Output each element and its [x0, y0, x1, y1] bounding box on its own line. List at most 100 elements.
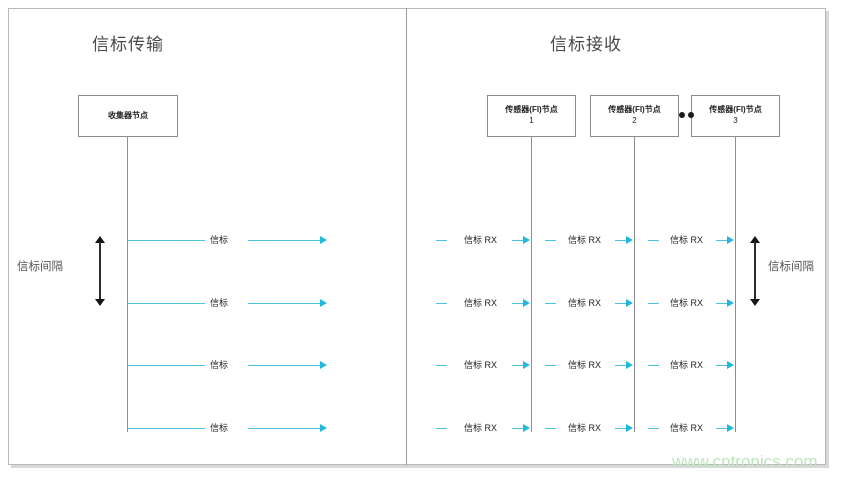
beacon-rx-row: 信标 RX 信标 RX 信标 RX — [0, 296, 846, 310]
sensor-node-box-3: 传感器(FI)节点 3 — [691, 95, 780, 137]
beacon-rx-arrow-icon — [727, 360, 734, 369]
collector-node-label: 收集器节点 — [108, 110, 148, 120]
beacon-row: 信标 — [0, 296, 406, 310]
beacon-rx-label: 信标 RX — [670, 298, 704, 308]
beacon-rx-label: 信标 RX — [464, 235, 498, 245]
beacon-rx-arrow-icon — [727, 423, 734, 432]
beacon-row: 信标 — [0, 358, 406, 372]
beacon-line-left — [127, 240, 205, 241]
sensor-node-box-1: 传感器(FI)节点 1 — [487, 95, 576, 137]
beacon-rx-line — [615, 428, 627, 429]
beacon-rx-arrow-icon — [626, 360, 633, 369]
beacon-line-right — [248, 428, 325, 429]
beacon-interval-arrow-left — [95, 236, 105, 306]
arrow-shaft — [754, 242, 756, 300]
beacon-interval-label-left: 信标间隔 — [17, 259, 63, 273]
sensor-lifeline-1 — [531, 137, 532, 432]
beacon-rx-label: 信标 RX — [568, 235, 602, 245]
beacon-row: 信标 — [0, 421, 406, 435]
beacon-rx-row: 信标 RX 信标 RX 信标 RX — [0, 233, 846, 247]
beacon-line-right — [248, 240, 325, 241]
beacon-rx-label: 信标 RX — [670, 235, 704, 245]
beacon-line-right — [248, 303, 325, 304]
beacon-rx-arrow-icon — [523, 423, 530, 432]
beacon-rx-dash — [545, 303, 556, 304]
beacon-rx-label: 信标 RX — [464, 423, 498, 433]
beacon-rx-line — [716, 365, 728, 366]
sensor-node-label-3: 传感器(FI)节点 — [709, 105, 762, 115]
beacon-rx-dash — [648, 428, 659, 429]
beacon-arrow-icon — [320, 423, 327, 432]
beacon-rx-dash — [436, 240, 447, 241]
beacon-rx-arrow-icon — [523, 298, 530, 307]
sensor-node-label-1: 传感器(FI)节点 — [505, 105, 558, 115]
sensor-lifeline-3 — [735, 137, 736, 432]
beacon-rx-arrow-icon — [626, 423, 633, 432]
beacon-arrow-icon — [320, 235, 327, 244]
arrow-shaft — [99, 242, 101, 300]
beacon-rx-label: 信标 RX — [670, 360, 704, 370]
beacon-rx-arrow-icon — [626, 235, 633, 244]
arrow-up-icon — [95, 236, 105, 243]
beacon-rx-line — [716, 240, 728, 241]
beacon-rx-line — [716, 428, 728, 429]
beacon-row: 信标 — [0, 233, 406, 247]
beacon-rx-line — [512, 428, 524, 429]
beacon-rx-dash — [545, 240, 556, 241]
collector-node-box: 收集器节点 — [78, 95, 178, 137]
sensor-node-box-2: 传感器(FI)节点 2 — [590, 95, 679, 137]
site-watermark: www.cntronics.com — [672, 452, 818, 471]
beacon-line-right — [248, 365, 325, 366]
sensor-node-index-1: 1 — [529, 116, 534, 125]
beacon-line-left — [127, 365, 205, 366]
beacon-line-left — [127, 303, 205, 304]
arrow-down-icon — [95, 299, 105, 306]
beacon-line-left — [127, 428, 205, 429]
beacon-rx-row: 信标 RX 信标 RX 信标 RX — [0, 358, 846, 372]
dot-2 — [688, 112, 694, 118]
beacon-label: 信标 — [210, 360, 229, 370]
beacon-rx-dash — [436, 365, 447, 366]
beacon-rx-label: 信标 RX — [464, 298, 498, 308]
panel-title-left: 信标传输 — [92, 35, 164, 55]
beacon-rx-label: 信标 RX — [568, 360, 602, 370]
beacon-interval-label-right: 信标间隔 — [768, 259, 814, 273]
panel-divider — [406, 8, 407, 465]
diagram-frame — [8, 8, 826, 465]
beacon-rx-dash — [436, 428, 447, 429]
beacon-rx-dash — [648, 240, 659, 241]
beacon-interval-arrow-right — [750, 236, 760, 306]
beacon-rx-line — [615, 303, 627, 304]
beacon-arrow-icon — [320, 360, 327, 369]
beacon-rx-arrow-icon — [523, 235, 530, 244]
beacon-rx-line — [716, 303, 728, 304]
beacon-rx-label: 信标 RX — [568, 298, 602, 308]
dot-1 — [679, 112, 685, 118]
beacon-rx-line — [512, 365, 524, 366]
beacon-rx-line — [615, 240, 627, 241]
beacon-rx-arrow-icon — [727, 235, 734, 244]
beacon-label: 信标 — [210, 298, 229, 308]
beacon-rx-line — [512, 240, 524, 241]
beacon-rx-line — [512, 303, 524, 304]
sensor-node-index-3: 3 — [733, 116, 738, 125]
sensor-lifeline-2 — [634, 137, 635, 432]
beacon-rx-row: 信标 RX 信标 RX 信标 RX — [0, 421, 846, 435]
beacon-rx-dash — [436, 303, 447, 304]
beacon-rx-dash — [648, 365, 659, 366]
beacon-rx-arrow-icon — [523, 360, 530, 369]
collector-lifeline — [127, 137, 128, 432]
beacon-rx-arrow-icon — [626, 298, 633, 307]
arrow-down-icon — [750, 299, 760, 306]
beacon-label: 信标 — [210, 235, 229, 245]
beacon-label: 信标 — [210, 423, 229, 433]
panel-title-right: 信标接收 — [550, 35, 622, 55]
beacon-rx-label: 信标 RX — [464, 360, 498, 370]
ellipsis-dots-icon — [679, 112, 694, 118]
beacon-rx-line — [615, 365, 627, 366]
sensor-node-index-2: 2 — [632, 116, 637, 125]
beacon-rx-dash — [648, 303, 659, 304]
arrow-up-icon — [750, 236, 760, 243]
sensor-node-label-2: 传感器(FI)节点 — [608, 105, 661, 115]
